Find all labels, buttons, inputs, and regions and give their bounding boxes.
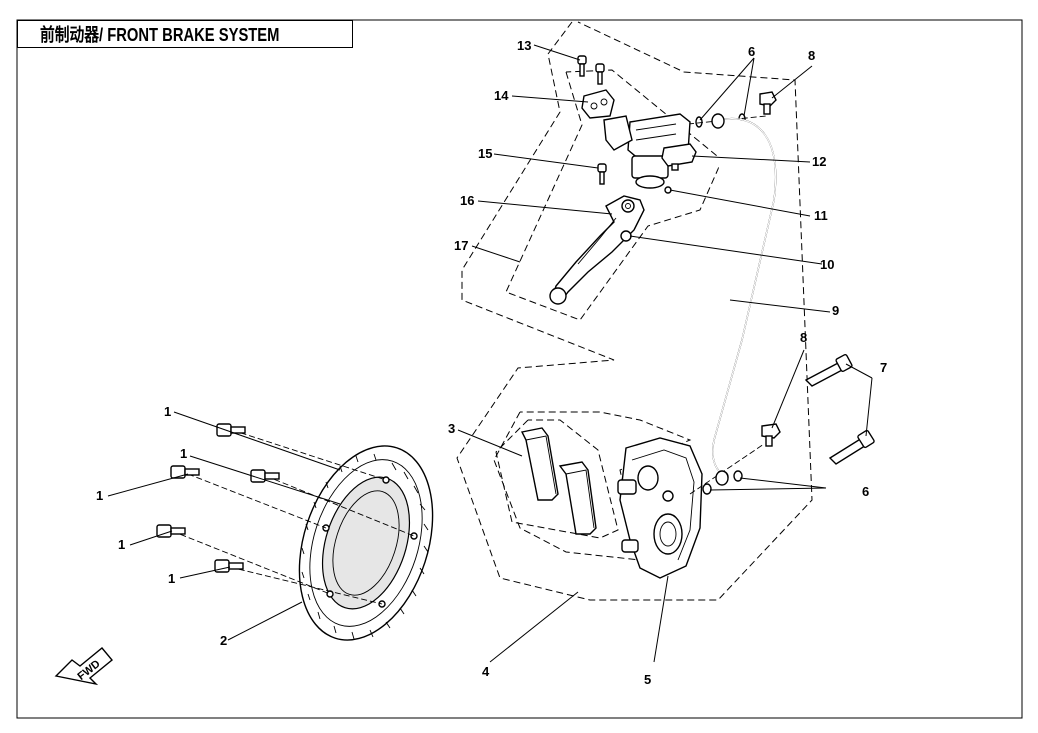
banjo-bolt-top [759,91,777,115]
callout-caliper: 5 [644,672,651,687]
brake-light-switch [661,143,697,171]
page-title: 前制动器/ FRONT BRAKE SYSTEM [40,25,280,45]
leader-lines [107,44,873,663]
banjo-bolt-bottom [761,423,781,447]
lever-nut [620,230,632,242]
callout-washer: 6 [862,484,869,499]
title-box: 前制动器/ FRONT BRAKE SYSTEM [17,20,353,48]
pivot-bolt [597,163,607,185]
callout-nut: 10 [820,257,834,272]
fwd-arrow-icon: FWD [54,647,113,686]
callout-bolt: 1 [180,446,187,461]
callout-screw-13: 13 [517,38,531,53]
callout-banjo-bolt: 8 [808,48,815,63]
callout-clamp: 14 [494,88,509,103]
disc-bolts [156,423,415,605]
callout-disc: 2 [220,633,227,648]
callout-switch: 12 [812,154,826,169]
callout-bolt: 1 [96,488,103,503]
callout-caliper-group: 4 [482,664,490,679]
brake-pads-group-outline [495,419,619,539]
lever-clamp [581,89,633,151]
brake-caliper [617,437,703,579]
caliper-mounting-bolts [804,354,875,465]
brake-lever [549,195,645,305]
callout-bolt: 1 [118,537,125,552]
master-cylinder-group-outline [456,21,813,601]
callout-screw: 11 [814,208,828,223]
callout-hose: 9 [832,303,839,318]
master-cylinder-inner-outline [505,69,723,321]
callout-pivot-bolt: 15 [478,146,492,161]
brake-hose [711,113,777,486]
callout-numbers: 1 1 1 1 1 2 3 4 5 6 6 7 8 8 9 10 11 12 1… [96,38,887,687]
callout-mounting-bolt: 7 [880,360,887,375]
callout-washer: 6 [748,44,755,59]
callout-banjo-bolt: 8 [800,330,807,345]
brake-disc [298,445,434,641]
clamp-screws [577,55,605,85]
callout-lever: 16 [460,193,474,208]
brake-pads [520,427,597,535]
callout-master-group: 17 [454,238,468,253]
diagram-border [16,19,1023,719]
callout-pads: 3 [448,421,455,436]
callout-bolt: 1 [168,571,175,586]
callout-bolt: 1 [164,404,171,419]
